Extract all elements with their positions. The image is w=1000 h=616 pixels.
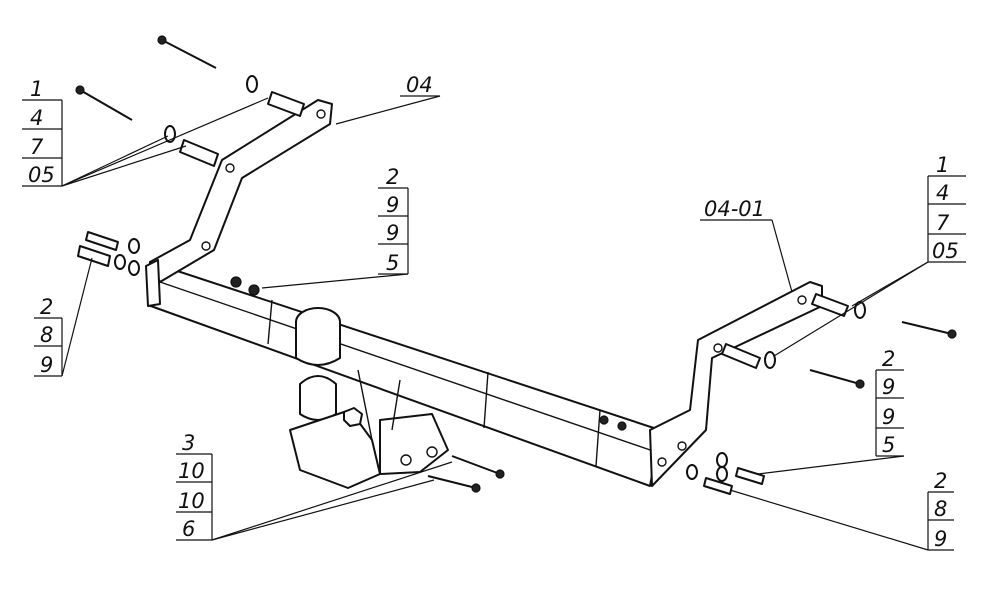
callout-label: 10 [178,459,205,483]
callout-label: 05 [28,163,55,187]
callout-label: 1 [30,77,43,101]
callout-label: 2 [386,165,399,189]
callout-label: 6 [182,517,195,541]
callout-label: 9 [882,375,895,399]
callout-label: 2 [882,347,895,371]
callout-label: 2 [934,469,947,493]
callout-label: 9 [40,353,53,377]
callout-label: 8 [934,497,947,521]
callout-group-top-left: 1 4 7 05 [22,77,63,187]
left-bracket [145,99,333,307]
leader-lines [61,95,929,551]
callout-label: 4 [30,106,43,130]
callout-label: 9 [386,221,399,245]
callout-label: 7 [30,135,44,159]
callout-label: 10 [178,489,205,513]
callout-group-right-middle: 2 9 9 5 [875,347,904,457]
callout-label: 9 [386,193,399,217]
callout-label: 04 [406,73,433,97]
callout-label: 5 [386,251,399,275]
callout-label: 8 [40,323,53,347]
callout-top-frame: 04 [400,73,440,97]
callout-right-bracket: 04-01 [700,197,772,221]
callout-label: 9 [882,405,895,429]
callout-group-bottom-right: 2 8 9 [927,469,954,551]
callout-label: 3 [182,431,195,455]
fasteners [75,35,957,495]
callout-label: 4 [936,181,949,205]
callout-group-left-bolts: 2 8 9 [34,295,63,377]
callout-group-top-right: 1 4 7 05 [927,153,966,263]
callout-group-ball: 3 10 10 6 [176,431,213,541]
callout-label: 05 [932,239,959,263]
callout-group-center-top: 2 9 9 5 [378,165,409,275]
callout-label: 1 [936,153,949,177]
callout-label: 04-01 [704,197,765,221]
ball-mount [289,307,449,489]
callout-label: 2 [40,295,53,319]
right-bracket [649,281,823,487]
callout-label: 7 [936,211,950,235]
callout-label: 5 [882,433,895,457]
callout-label: 9 [934,527,947,551]
